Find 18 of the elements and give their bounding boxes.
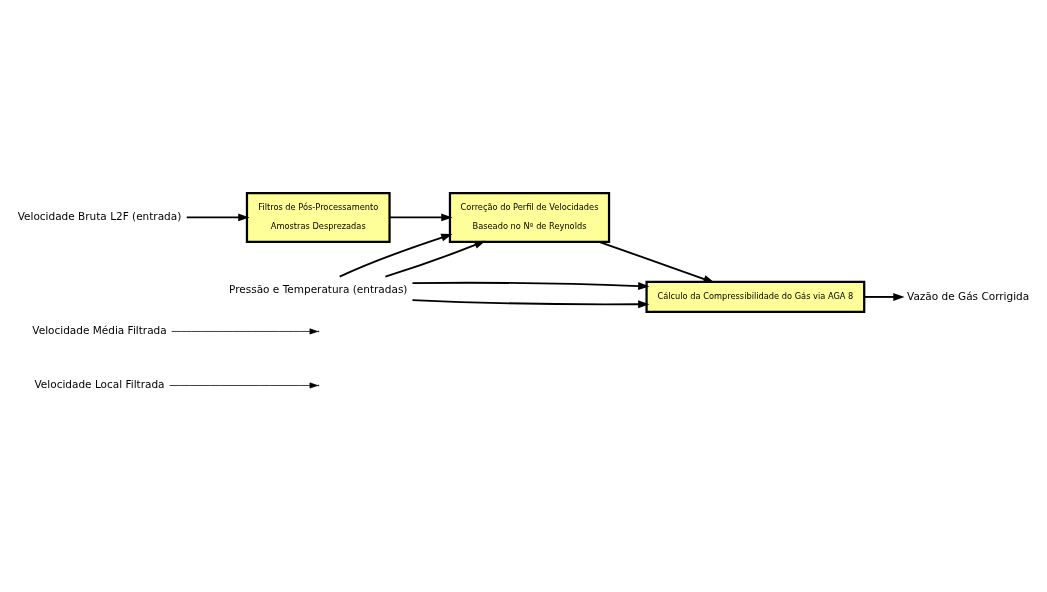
arrow (338, 233, 453, 278)
arrow (411, 281, 650, 290)
node-text: Velocidade Média Filtrada (32, 324, 167, 337)
node-text: Velocidade Local Filtrada (34, 378, 165, 391)
arrow (411, 299, 650, 309)
node-text: Vazão de Gás Corrigida (907, 289, 1030, 302)
arrow (863, 293, 905, 301)
arrow (185, 213, 250, 222)
node-box: Cálculo da Compressibilidade do Gás via AGA 8 (645, 280, 866, 314)
node-box: Correção do Perfil de Velocidades Baseado no Nº de Reynolds (448, 191, 611, 243)
node-text: Pressão e Temperatura (entradas) (229, 282, 408, 295)
arrow (171, 328, 318, 335)
arrow (388, 213, 453, 222)
arrow (384, 240, 486, 278)
arrow (598, 240, 715, 283)
node-box: Filtros de Pós-Processamento Amostras Desprezadas (245, 191, 391, 243)
node-text: Velocidade Bruta L2F (entrada) (17, 210, 182, 223)
arrow (169, 382, 318, 389)
